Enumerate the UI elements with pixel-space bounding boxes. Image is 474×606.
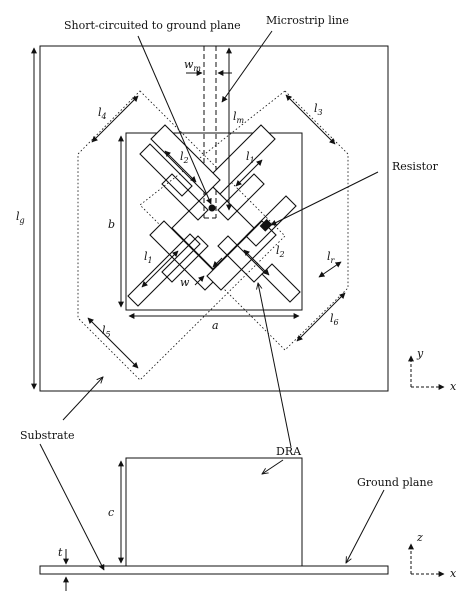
- dim-l2-top-arrow: [164, 150, 197, 183]
- callout-substrate: Substrate: [20, 429, 74, 442]
- label-l1-bot: l1: [144, 250, 153, 265]
- label-wm: wm: [184, 58, 201, 73]
- arm-resistor: [245, 195, 297, 247]
- dim-l3-arrow: [285, 94, 336, 145]
- dra-outline: [125, 132, 303, 311]
- leader-resistor: [270, 171, 379, 226]
- resistor-block: [259, 218, 273, 232]
- dim-l4-arrow: [91, 95, 139, 143]
- label-l2-bot: l2: [276, 244, 285, 259]
- short-via: [208, 204, 216, 212]
- callout-resistor: Resistor: [392, 160, 439, 173]
- leader-microstrip: [221, 30, 273, 103]
- label-l5: l5: [102, 324, 111, 339]
- dotted-bound-right: [139, 90, 349, 351]
- leader-dra-side: [262, 459, 284, 474]
- label-t: t: [58, 546, 63, 559]
- leader-substrate-top: [62, 377, 103, 421]
- axis-label-y-top: y: [416, 347, 424, 360]
- cross-slot: [127, 124, 301, 307]
- axis-label-z-side: z: [416, 531, 423, 544]
- leader-short: [137, 35, 212, 205]
- dim-w-arrow-a: [194, 275, 205, 286]
- microstrip-line: [203, 46, 217, 219]
- substrate-layer: [39, 565, 389, 575]
- dra-side-block: [125, 457, 303, 567]
- label-l4: l4: [98, 106, 107, 121]
- label-l1-top: l1: [246, 150, 255, 165]
- axis-label-x-top: x: [450, 380, 457, 393]
- label-c: c: [108, 506, 114, 519]
- leader-ground-plane: [346, 489, 385, 563]
- callout-dra: DRA: [276, 445, 302, 458]
- dim-l2-bot-arrow: [243, 249, 270, 276]
- leader-substrate-side: [39, 443, 105, 571]
- dim-l6-arrow: [296, 292, 346, 342]
- dim-l1-bot-arrow: [141, 250, 179, 288]
- label-w: w: [180, 276, 190, 289]
- dim-w-arrow-b: [212, 257, 223, 268]
- callout-microstrip: Microstrip line: [266, 14, 349, 27]
- dim-l1-top-arrow: [235, 159, 263, 187]
- label-lr: lr: [327, 250, 336, 265]
- dim-l5-arrow: [87, 317, 139, 369]
- label-l2-top: l2: [180, 150, 189, 165]
- ground-plane-outline: [39, 45, 389, 392]
- label-a: a: [212, 319, 219, 332]
- dim-lr-arrow: [318, 261, 342, 278]
- arm-long-lower-right: [261, 263, 301, 303]
- callout-short-circuited: Short-circuited to ground plane: [64, 19, 241, 32]
- label-l3: l3: [314, 102, 323, 117]
- axis-label-x-side: x: [450, 567, 457, 580]
- label-lm: lm: [233, 110, 245, 125]
- label-b: b: [108, 218, 115, 231]
- label-l6: l6: [330, 312, 339, 327]
- label-lg: lg: [16, 210, 25, 225]
- callout-ground-plane: Ground plane: [357, 476, 433, 489]
- leader-dra-top: [258, 283, 292, 448]
